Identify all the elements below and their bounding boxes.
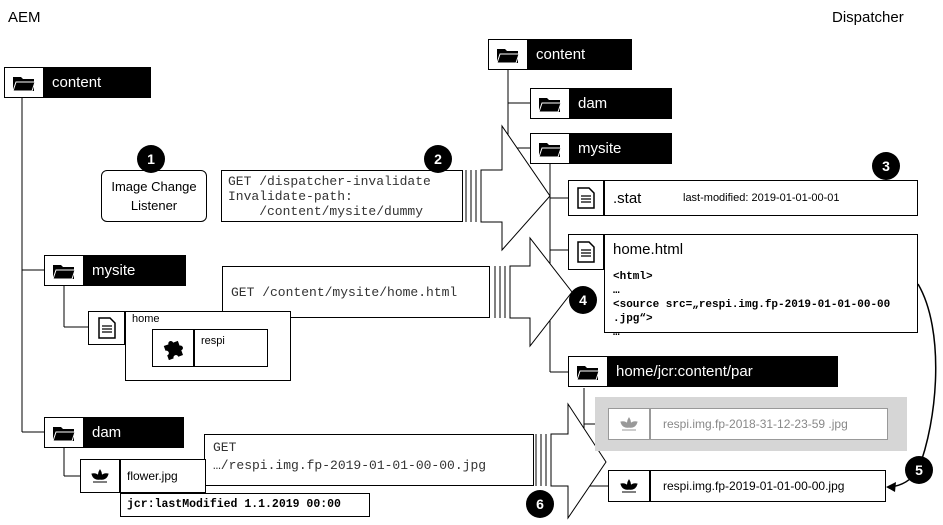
dispatcher-mysite-label: mysite [570,133,672,164]
home-request-text: GET /content/mysite/home.html [231,284,458,300]
folder-icon [568,356,608,387]
home-label: home [132,313,160,325]
folder-icon [4,67,44,98]
invalidate-request-box: GET /dispatcher-invalidate Invalidate-pa… [221,170,463,222]
html-line-4: … [613,327,620,339]
html-line-2: … [613,285,620,297]
aem-dam-node: dam [44,417,184,448]
respi-label: respi [201,335,225,347]
aem-dam-label: dam [84,417,184,448]
stat-label: .stat [613,189,642,207]
listener-label: Image Change Listener [111,179,197,213]
folder-icon [530,88,570,119]
home-request-box: GET /content/mysite/home.html [222,266,490,318]
dispatcher-dam-node: dam [530,88,672,119]
image-request-box: GET …/respi.img.fp-2019-01-01-00-00.jpg [204,434,534,486]
puzzle-icon [152,329,194,367]
step-5-badge: 5 [905,456,933,484]
old-image-icon [608,408,650,440]
stat-file-icon [568,180,604,216]
aem-title: AEM [8,9,41,26]
invalidate-line-2: Invalidate-path: [228,189,353,204]
stat-file-box: .stat last-modified: 2019-01-01-00-01 [604,180,918,216]
home-html-label: home.html [613,241,684,258]
home-html-box: home.html <html> … <source src=„respi.im… [604,234,918,339]
step-3-badge: 3 [872,152,900,180]
folder-icon [488,39,528,70]
step-1-badge: 1 [137,145,165,173]
dispatcher-content-label: content [528,39,632,70]
stat-modified: last-modified: 2019-01-01-00-01 [683,192,840,204]
old-image-label: respi.img.fp-2018-31-12-23-59 .jpg [663,417,848,431]
dispatcher-title: Dispatcher [832,9,904,26]
home-html-icon [568,234,604,270]
image-request-line-1: GET [213,440,237,455]
folder-icon [530,133,570,164]
flower-file-box: flower.jpg [120,459,206,493]
old-image-box: respi.img.fp-2018-31-12-23-59 .jpg [650,408,888,440]
new-image-label: respi.img.fp-2019-01-01-00-00.jpg [663,479,845,493]
dispatcher-par-node: home/jcr:content/par [568,356,838,387]
html-line-3: <source src=„respi.img.fp-2019-01-01-00-… [613,299,891,325]
image-request-line-2: …/respi.img.fp-2019-01-01-00-00.jpg [213,458,487,473]
flower-label: flower.jpg [127,469,178,483]
dispatcher-content-node: content [488,39,632,70]
aem-mysite-label: mysite [84,255,186,286]
image-change-listener: Image Change Listener [101,170,207,222]
dispatcher-par-label: home/jcr:content/par [608,356,838,387]
new-image-icon [608,470,650,502]
aem-mysite-node: mysite [44,255,186,286]
dispatcher-mysite-node: mysite [530,133,672,164]
dispatcher-dam-label: dam [570,88,672,119]
respi-component-box: respi [194,329,268,367]
invalidate-line-1: GET /dispatcher-invalidate [228,174,431,189]
flower-icon [80,459,120,493]
folder-icon [44,417,84,448]
folder-icon [44,255,84,286]
last-modified-label: jcr:lastModified 1.1.2019 00:00 [127,498,341,511]
last-modified-box: jcr:lastModified 1.1.2019 00:00 [120,493,370,517]
step-2-badge: 2 [424,145,452,173]
step-4-badge: 4 [569,286,597,314]
new-image-box: respi.img.fp-2019-01-01-00-00.jpg [650,470,886,502]
invalidate-line-3: /content/mysite/dummy [228,204,424,219]
aem-content-node: content [4,67,151,98]
html-line-1: <html> [613,271,653,283]
aem-content-label: content [44,67,151,98]
page-icon [88,311,125,345]
step-6-badge: 6 [526,490,554,518]
